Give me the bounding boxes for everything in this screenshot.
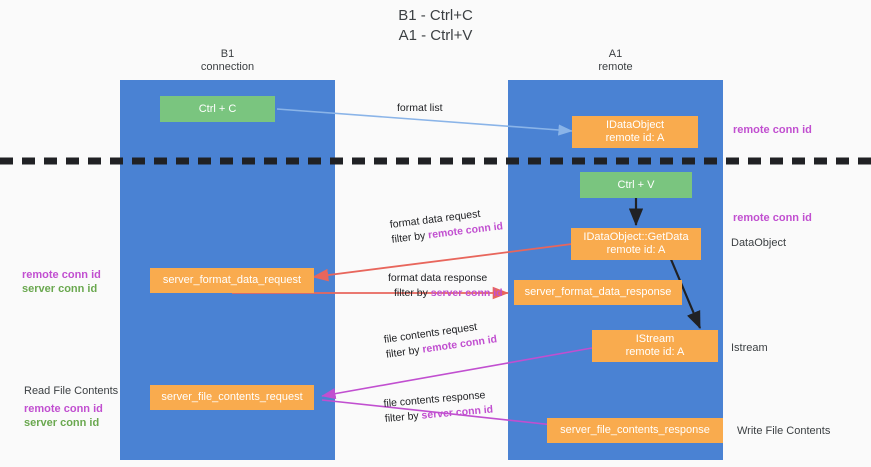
right-label-write-file-contents: Write File Contents	[737, 425, 831, 437]
edge-label-file-contents-response-filter: filter by	[384, 409, 423, 425]
server-file-contents-response-node[interactable]: server_file_contents_response	[547, 418, 723, 443]
edge-label-format-data-response: format data response filter by server co…	[388, 271, 503, 301]
idataobject-node[interactable]: IDataObject remote id: A	[572, 116, 698, 148]
edge-label-format-data-request-filter: filter by	[390, 229, 429, 246]
edge-label-file-contents-response: file contents response filter by server …	[383, 388, 494, 427]
idataobject-getdata-node[interactable]: IDataObject::GetData remote id: A	[571, 228, 701, 260]
istream-node[interactable]: IStream remote id: A	[592, 330, 718, 362]
edge-label-format-data-response-text: format data response	[388, 272, 488, 284]
edge-label-format-list: format list	[397, 102, 443, 114]
edge-label-format-data-request: format data request filter by remote con…	[389, 204, 504, 247]
edge-label-file-contents-request-filter: filter by	[385, 343, 424, 361]
right-label-remote-conn-id-mid: remote conn id	[733, 212, 812, 224]
ctrl-c-node[interactable]: Ctrl + C	[160, 96, 275, 122]
column-header-b1: B1 connection	[200, 48, 255, 73]
column-header-a1: A1 remote	[598, 48, 633, 73]
server-format-data-response-node[interactable]: server_format_data_response	[514, 280, 682, 305]
server-format-data-request-node[interactable]: server_format_data_request	[150, 268, 314, 293]
page-title: B1 - Ctrl+C A1 - Ctrl+V	[398, 7, 473, 44]
right-label-remote-conn-id-top: remote conn id	[733, 124, 812, 136]
ctrl-v-node[interactable]: Ctrl + V	[580, 172, 692, 198]
left-label-server-conn-id: server conn id	[22, 283, 98, 295]
left-label-read-file-contents: Read File Contents	[24, 385, 119, 397]
left-label-bottom-server-conn-id: server conn id	[24, 417, 100, 429]
edge-label-file-contents-request: file contents request filter by remote c…	[383, 317, 498, 362]
edge-label-format-data-response-filter: filter by	[394, 287, 431, 299]
left-label-bottom-remote-conn-id: remote conn id	[24, 403, 103, 415]
server-file-contents-request-node[interactable]: server_file_contents_request	[150, 385, 314, 410]
right-label-istream: Istream	[731, 342, 768, 354]
edge-label-format-data-response-id: server conn id	[430, 287, 503, 299]
left-label-remote-conn-id: remote conn id	[22, 269, 101, 281]
right-label-data-object: DataObject	[731, 237, 787, 249]
